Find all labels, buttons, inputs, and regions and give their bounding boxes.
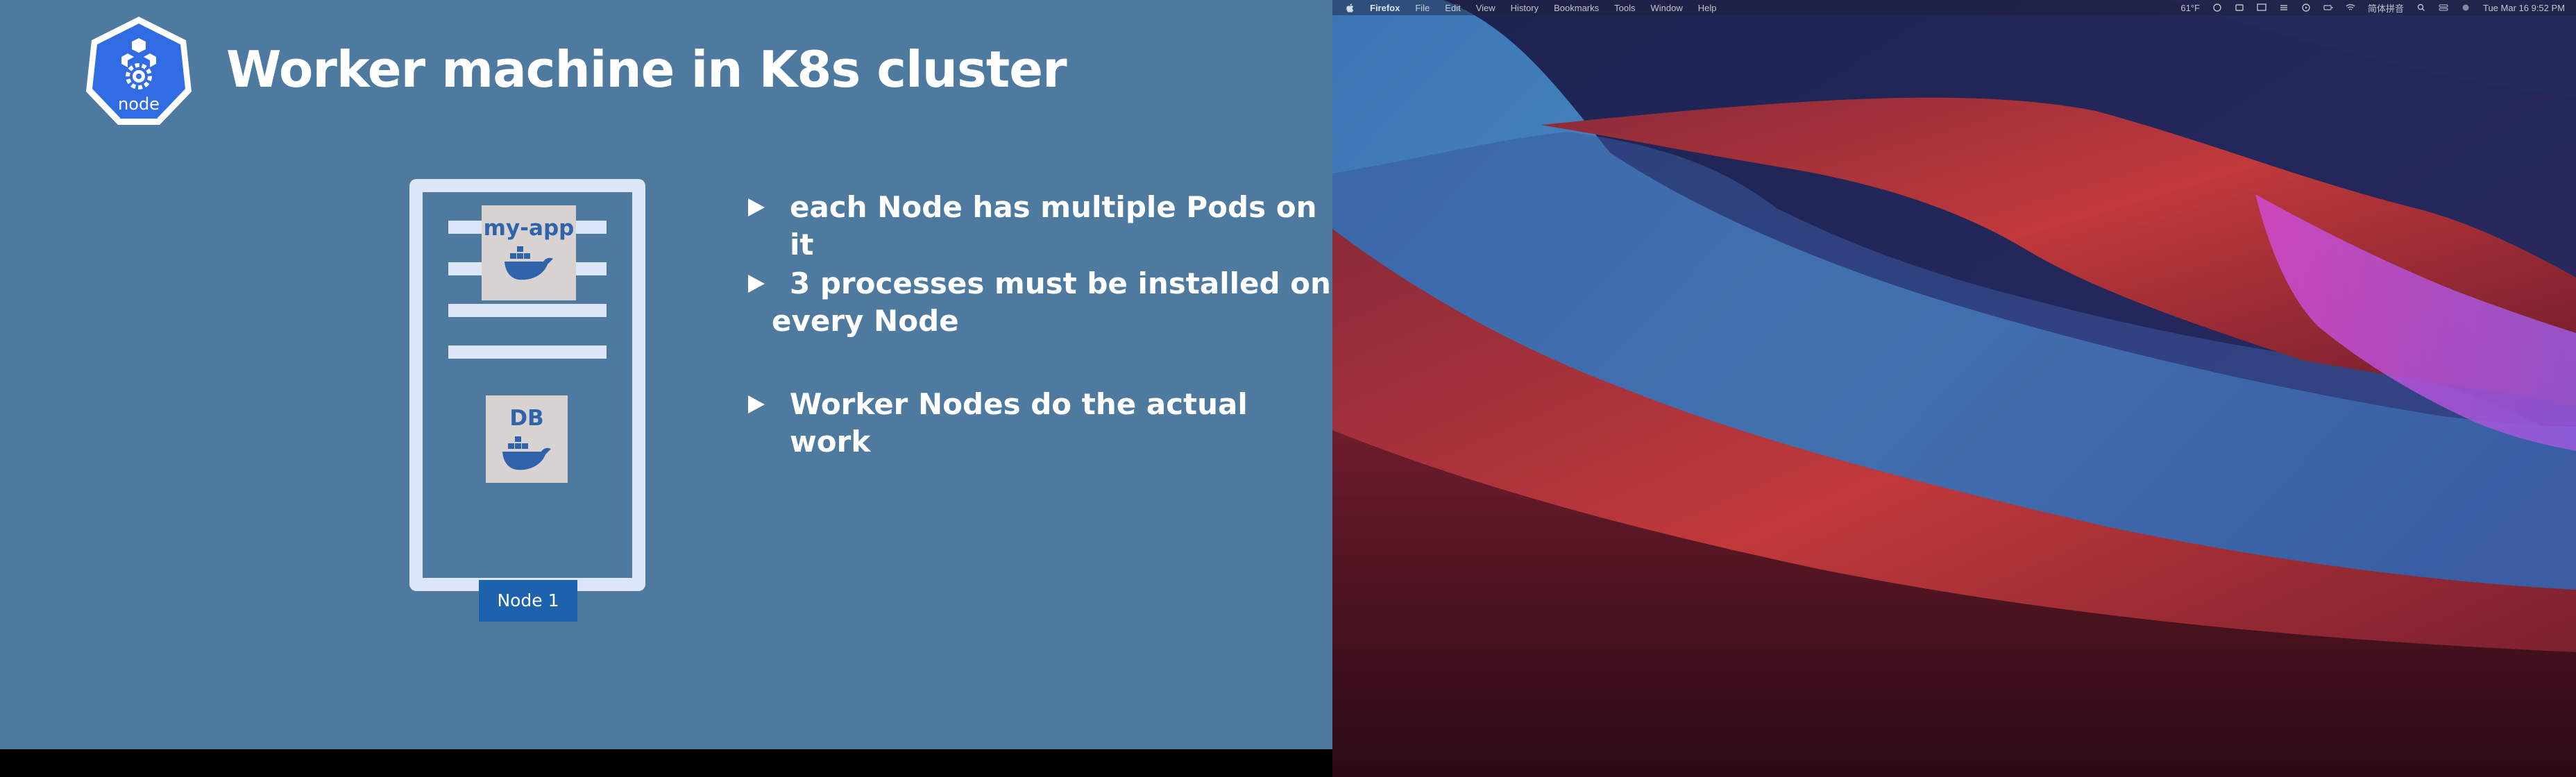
- wifi-icon[interactable]: [2346, 3, 2355, 12]
- server-stripe: [448, 345, 607, 359]
- bullet-item: Worker Nodes do the actual work: [748, 386, 1332, 461]
- bullet-item: 3 processes must be installed on every N…: [748, 265, 1331, 340]
- bullet-text: each Node has multiple Pods on it: [790, 190, 1317, 262]
- play-icon[interactable]: [2301, 3, 2311, 12]
- pod-my-app: my-app: [482, 205, 576, 300]
- desktop-wallpaper: [1332, 0, 2576, 777]
- apple-logo-icon[interactable]: [1346, 3, 1355, 12]
- docker-whale-icon: [502, 436, 551, 470]
- menu-window[interactable]: Window: [1650, 2, 1683, 13]
- pod-db-label: DB: [509, 406, 544, 431]
- menu-view[interactable]: View: [1475, 2, 1495, 13]
- menu-edit[interactable]: Edit: [1445, 2, 1461, 13]
- menu-help[interactable]: Help: [1697, 2, 1717, 13]
- server-stripe: [448, 304, 607, 317]
- search-icon[interactable]: [2416, 3, 2426, 12]
- record-icon[interactable]: [2235, 3, 2244, 12]
- bullet-item: each Node has multiple Pods on it: [748, 189, 1332, 264]
- menu-history[interactable]: History: [1510, 2, 1539, 13]
- siri-icon[interactable]: [2461, 3, 2471, 12]
- docker-whale-icon: [505, 246, 553, 280]
- macos-menu-bar: Firefox File Edit View History Bookmarks…: [1332, 0, 2576, 15]
- menu-bar-clock[interactable]: Tue Mar 16 9:52 PM: [2482, 2, 2565, 13]
- slide-letterbox-bar: [0, 749, 1332, 777]
- control-center-icon[interactable]: [2439, 3, 2448, 12]
- battery-icon[interactable]: [2323, 3, 2333, 12]
- slide-title: Worker machine in K8s cluster: [226, 40, 1067, 99]
- presentation-slide: node Worker machine in K8s cluster my-ap…: [0, 0, 1332, 749]
- menu-tools[interactable]: Tools: [1614, 2, 1636, 13]
- bullet-triangle-icon: [748, 198, 765, 216]
- bullet-text: 3 processes must be installed on: [790, 266, 1331, 300]
- bullet-text-continued: every Node: [772, 304, 959, 338]
- bullet-triangle-icon: [748, 275, 765, 293]
- list-icon[interactable]: [2279, 3, 2289, 12]
- menu-file[interactable]: File: [1415, 2, 1430, 13]
- menu-bookmarks[interactable]: Bookmarks: [1554, 2, 1600, 13]
- bullet-triangle-icon: [748, 395, 765, 413]
- node-logo-label: node: [118, 94, 160, 114]
- status-circle-icon[interactable]: [2212, 3, 2222, 12]
- node-label: Node 1: [479, 580, 577, 622]
- kubernetes-node-icon: node: [86, 17, 192, 125]
- menu-app-name[interactable]: Firefox: [1370, 2, 1400, 13]
- weather-status[interactable]: 61°F: [2180, 2, 2200, 13]
- input-method[interactable]: 简体拼音: [2367, 3, 2404, 14]
- display-icon[interactable]: [2257, 3, 2266, 12]
- macos-desktop[interactable]: Firefox File Edit View History Bookmarks…: [1332, 0, 2576, 777]
- pod-db: DB: [486, 395, 568, 483]
- pod-my-app-label: my-app: [483, 216, 575, 241]
- bullet-text: Worker Nodes do the actual work: [790, 387, 1248, 459]
